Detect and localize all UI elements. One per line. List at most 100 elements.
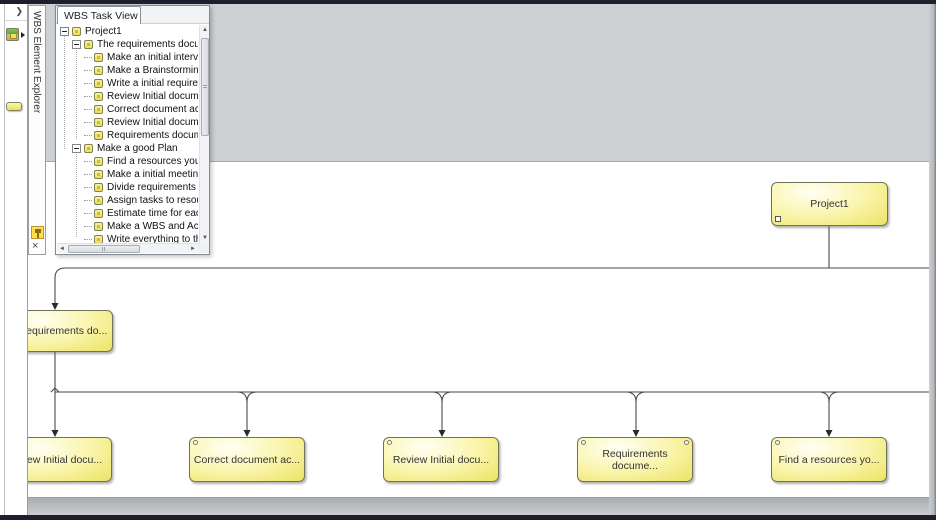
- tree-item-label: Review Initial documen: [107, 91, 198, 102]
- node-project1[interactable]: Project1: [771, 182, 888, 226]
- node-find-a-resources[interactable]: Find a resources yo...: [771, 437, 887, 482]
- arrowhead: [632, 430, 640, 437]
- tree-item[interactable]: Make a Brainstorming w: [57, 64, 198, 77]
- tree-branch-line: [84, 213, 92, 214]
- tree-item[interactable]: Estimate time for each: [57, 207, 198, 220]
- close-icon[interactable]: ×: [32, 240, 39, 252]
- tree-horizontal-scrollbar[interactable]: ◄ ►: [57, 243, 198, 253]
- connector-drop: [431, 391, 443, 431]
- scroll-down-icon[interactable]: ▼: [202, 235, 208, 241]
- tree-item[interactable]: Make a good Plan: [57, 142, 198, 155]
- canvas-right-gutter: [929, 4, 936, 515]
- wbs-element-icon: [94, 209, 103, 218]
- tree-item[interactable]: Write a initial requirem: [57, 77, 198, 90]
- connector-fillet: [828, 391, 840, 403]
- node-resize-handle: [775, 216, 781, 222]
- scroll-right-icon[interactable]: ►: [190, 246, 196, 252]
- wbs-element-shape-tool-icon[interactable]: [6, 102, 22, 111]
- collapse-expander-icon[interactable]: [60, 27, 69, 36]
- node-port-handle: [193, 440, 198, 445]
- tab-wbs-task-view[interactable]: WBS Task View: [57, 6, 141, 24]
- tree-item[interactable]: Find a resources you w: [57, 155, 198, 168]
- wbs-element-icon: [94, 222, 103, 231]
- arrowhead: [243, 430, 251, 437]
- connector-fillet: [441, 391, 453, 403]
- tree-item[interactable]: Assign tasks to resourc: [57, 194, 198, 207]
- wbs-element-icon: [94, 118, 103, 127]
- diagram-canvas[interactable]: Project1 The requirements do... Review I…: [28, 4, 929, 515]
- tree-branch-line: [84, 57, 92, 58]
- tree-item[interactable]: Correct document acco: [57, 103, 198, 116]
- window-bottom-edge: [0, 515, 936, 520]
- tree-vertical-scrollbar[interactable]: ▲ ▼: [199, 25, 209, 243]
- tree-item-label: Estimate time for each: [107, 208, 198, 219]
- tree-item[interactable]: The requirements docume: [57, 38, 198, 51]
- tree-item[interactable]: Project1: [57, 25, 198, 38]
- node-review-initial-doc-2[interactable]: Review Initial docu...: [383, 437, 499, 482]
- node-label: Review Initial docu...: [28, 453, 103, 466]
- wbs-element-icon: [72, 27, 81, 36]
- toolbox-collapse-chevron-icon[interactable]: ❯: [15, 6, 23, 16]
- tree-item[interactable]: Requirements documen: [57, 129, 198, 142]
- wbs-element-icon: [94, 183, 103, 192]
- pin-icon[interactable]: [31, 226, 44, 239]
- node-port-handle: [775, 440, 780, 445]
- tree-branch-line: [84, 83, 92, 84]
- connector-fillet: [635, 391, 647, 403]
- tree-guide-line: [76, 151, 77, 237]
- tree-item[interactable]: Make an initial intervie: [57, 51, 198, 64]
- wbs-element-explorer-strip[interactable]: WBS Element Explorer ×: [28, 5, 46, 255]
- tool-flyout-arrow-icon[interactable]: [21, 32, 25, 38]
- rail-divider: [4, 4, 5, 515]
- tree-item-label: Review Initial documen: [107, 117, 198, 128]
- tree-item-label: Find a resources you w: [107, 156, 198, 167]
- tree-item[interactable]: Make a WBS and Activi: [57, 220, 198, 233]
- node-label: The requirements do...: [28, 325, 108, 337]
- vertical-scroll-thumb[interactable]: [201, 38, 209, 136]
- wbs-element-icon: [94, 131, 103, 140]
- collapse-expander-icon[interactable]: [72, 144, 81, 153]
- wbs-element-icon: [94, 105, 103, 114]
- window-top-edge: [0, 0, 936, 4]
- connector-drop: [625, 391, 637, 431]
- tree-item-label: Write everything to the: [107, 234, 198, 243]
- node-label: Find a resources yo...: [778, 453, 880, 466]
- node-label: Project1: [810, 198, 849, 210]
- scroll-up-icon[interactable]: ▲: [202, 27, 208, 33]
- panel-tab-strip: WBS Task View: [56, 6, 209, 24]
- collapse-expander-icon[interactable]: [72, 40, 81, 49]
- scroll-left-icon[interactable]: ◄: [59, 246, 65, 252]
- tree-branch-line: [84, 226, 92, 227]
- tree-item[interactable]: Divide requirements to: [57, 181, 198, 194]
- tree-branch-line: [84, 70, 92, 71]
- node-label: Correct document ac...: [193, 453, 301, 466]
- connector-drop: [236, 391, 248, 431]
- node-requirements-docume[interactable]: Requirements docume...: [577, 437, 693, 482]
- out-of-page-area-bottom: [28, 497, 929, 515]
- explorer-strip-title: WBS Element Explorer: [31, 11, 42, 114]
- tree-branch-line: [84, 122, 92, 123]
- tree-branch-line: [84, 161, 92, 162]
- node-review-initial-doc-1[interactable]: Review Initial docu...: [28, 437, 112, 482]
- tree-branch-line: [84, 200, 92, 201]
- tree-item-label: Divide requirements to: [107, 182, 198, 193]
- connector-fillet: [246, 391, 258, 403]
- wbs-element-icon: [94, 235, 103, 243]
- arrowhead: [51, 303, 59, 310]
- tree-branch-line: [84, 96, 92, 97]
- tree-item[interactable]: Write everything to the: [57, 233, 198, 243]
- image-tool-icon[interactable]: [6, 28, 19, 41]
- tree-item[interactable]: Review Initial documen: [57, 116, 198, 129]
- tree-item[interactable]: Review Initial documen: [57, 90, 198, 103]
- node-port-handle: [387, 440, 392, 445]
- toolbox-rail: ❯: [0, 4, 28, 515]
- node-correct-document[interactable]: Correct document ac...: [189, 437, 305, 482]
- horizontal-scroll-thumb[interactable]: [68, 245, 140, 253]
- node-the-requirements-doc[interactable]: The requirements do...: [28, 310, 113, 352]
- toolbox-header: ❯: [5, 4, 27, 21]
- tree-item[interactable]: Make a initial meeting: [57, 168, 198, 181]
- connector-bus1: [54, 267, 929, 304]
- wbs-element-icon: [84, 40, 93, 49]
